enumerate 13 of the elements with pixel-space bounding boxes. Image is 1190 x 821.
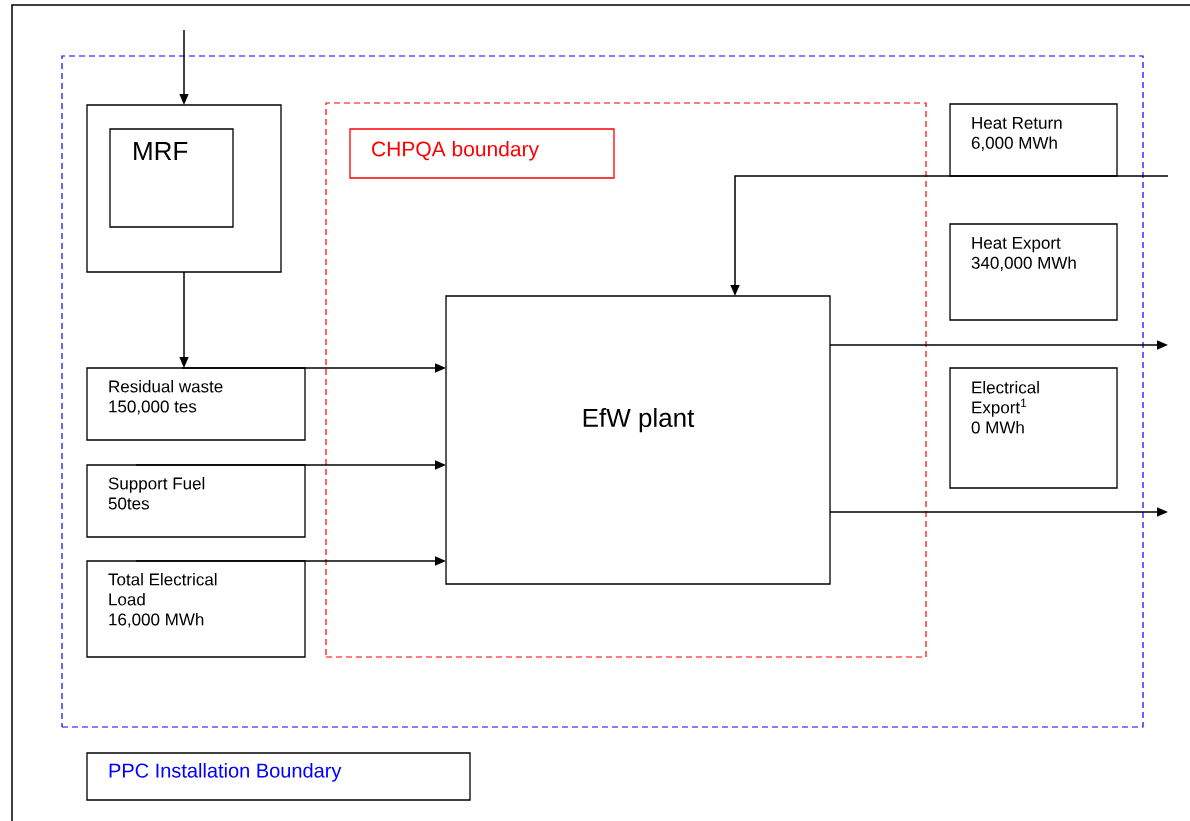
- facility-box: [86, 104, 282, 273]
- process-box: MRF: [109, 128, 234, 228]
- output-box: Electrical Export$^{1}$ 0 MWh: [949, 367, 1118, 489]
- boundary-label: PPC Installation Boundary: [86, 752, 471, 801]
- boundary-outline: [325, 102, 927, 658]
- input-box: Support Fuel 50tes: [86, 464, 306, 538]
- boundary-outline: [61, 55, 1144, 728]
- output-box: Heat Return 6,000 MWh: [949, 103, 1118, 177]
- input-box: Total Electrical Load 16,000 MWh: [86, 560, 306, 658]
- output-box: Heat Export 340,000 MWh: [949, 223, 1118, 321]
- input-box: Residual waste 150,000 tes: [86, 367, 306, 441]
- boundary-label: CHPQA boundary: [349, 128, 615, 179]
- plant-box: EfW plant: [445, 295, 831, 585]
